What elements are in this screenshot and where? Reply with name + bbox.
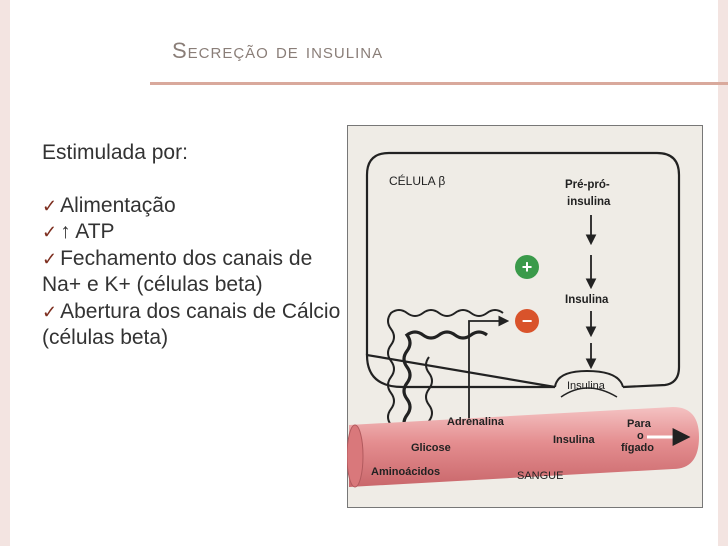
- insulin-vesicle-label: Insulina: [567, 380, 606, 392]
- insulin-blood-label: Insulina: [553, 434, 595, 446]
- left-decor-strip: [0, 0, 10, 546]
- check-icon: ✓: [42, 195, 58, 216]
- insulin-mid-label: Insulina: [565, 294, 609, 306]
- plus-icon: [515, 255, 539, 279]
- bullet-3: ✓Fechamento dos canais de Na+ e K+ (célu…: [42, 246, 313, 297]
- minus-icon: [515, 309, 539, 333]
- svg-text:+: +: [522, 257, 533, 277]
- blood-label: SANGUE: [517, 470, 563, 482]
- svg-text:fígado: fígado: [621, 442, 654, 454]
- adrenaline-label: Adrenalina: [447, 416, 505, 428]
- check-icon: ✓: [42, 248, 58, 269]
- svg-text:insulina: insulina: [567, 196, 611, 208]
- cell-label: CÉLULA β: [389, 173, 445, 188]
- svg-text:−: −: [522, 311, 533, 331]
- insulin-secretion-diagram: CÉLULA β Pré-pró- insulina Insulina Insu…: [347, 125, 703, 508]
- body-lead: Estimulada por:: [42, 141, 188, 164]
- svg-text:o: o: [637, 430, 644, 442]
- glucose-label: Glicose: [411, 442, 451, 454]
- right-decor-strip: [718, 0, 728, 546]
- check-icon: ✓: [42, 222, 58, 242]
- bullet-2: ✓↑ ATP: [42, 220, 115, 243]
- bullet-4: ✓Abertura dos canais de Cálcio (células …: [42, 299, 341, 350]
- title-underline: [150, 82, 728, 85]
- bullet-1: ✓Alimentação: [42, 193, 176, 217]
- pre-pro-insulin-label: Pré-pró-: [565, 179, 610, 191]
- blood-vessel: [349, 407, 699, 487]
- check-icon: ✓: [42, 301, 58, 322]
- slide-title: Secreção de insulina: [172, 38, 384, 63]
- body-text: Estimulada por: ✓Alimentação ✓↑ ATP ✓Fec…: [42, 140, 342, 352]
- to-liver-label: Para: [627, 418, 652, 430]
- beta-cell-outline: [365, 151, 681, 389]
- amino-acids-label: Aminoácidos: [371, 466, 440, 478]
